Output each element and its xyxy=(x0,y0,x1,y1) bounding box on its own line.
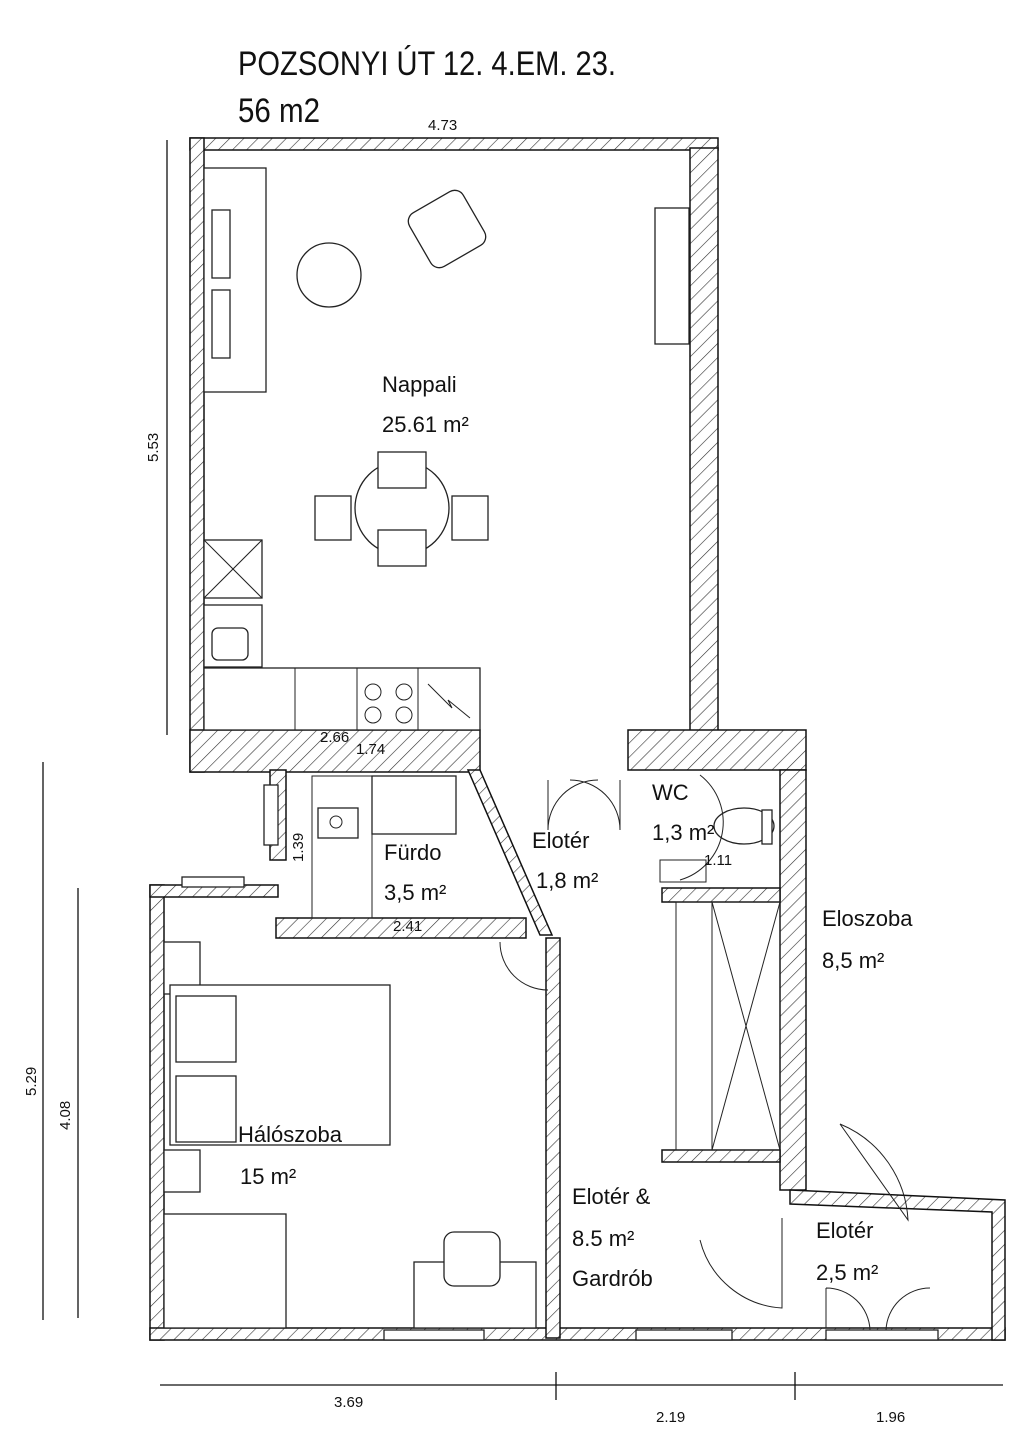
room-haloszoba-name: Hálószoba xyxy=(238,1122,343,1147)
room-nappali-area: 25.61 m² xyxy=(382,412,469,437)
dim-bottom-1: 3.69 xyxy=(334,1394,363,1411)
room-eloter2-name: Elotér xyxy=(816,1218,873,1243)
dim-111: 1.11 xyxy=(704,852,732,869)
dim-bottom-3: 1.96 xyxy=(876,1409,905,1426)
doors xyxy=(499,774,931,1331)
room-eloter1-name: Elotér xyxy=(532,828,589,853)
wardrobe xyxy=(675,901,781,1151)
dimension-lines xyxy=(42,140,1003,1400)
plan-title: POZSONYI ÚT 12. 4.EM. 23. xyxy=(238,45,616,83)
bedroom-furniture xyxy=(163,941,537,1329)
room-eloter1-area: 1,8 m² xyxy=(536,868,598,893)
room-wc-area: 1,3 m² xyxy=(652,820,714,845)
dim-left-outer: 5.29 xyxy=(23,1067,40,1096)
dim-266: 2.66 xyxy=(320,729,349,746)
room-eloszoba-area: 8,5 m² xyxy=(822,948,884,973)
total-area: 56 m2 xyxy=(238,92,320,130)
room-gardrob-name: Elotér & xyxy=(572,1184,651,1209)
walls xyxy=(149,137,1006,1341)
room-nappali-name: Nappali xyxy=(382,372,457,397)
dim-174: 1.74 xyxy=(356,741,385,758)
room-haloszoba-area: 15 m² xyxy=(240,1164,296,1189)
room-gardrob-extra: Gardrób xyxy=(572,1266,653,1291)
dim-bottom-2: 2.19 xyxy=(656,1409,685,1426)
dim-top: 4.73 xyxy=(428,117,457,134)
dim-241: 2.41 xyxy=(393,918,422,935)
living-furniture xyxy=(203,167,489,731)
room-eloter2-area: 2,5 m² xyxy=(816,1260,878,1285)
room-furdo-area: 3,5 m² xyxy=(384,880,446,905)
room-furdo-name: Fürdo xyxy=(384,840,441,865)
room-gardrob-area: 8.5 m² xyxy=(572,1226,634,1251)
bath-furniture xyxy=(311,775,775,919)
dim-nappali-height: 5.53 xyxy=(145,433,162,462)
room-eloszoba-name: Eloszoba xyxy=(822,906,913,931)
windows xyxy=(181,207,939,1341)
dim-left-inner: 4.08 xyxy=(57,1101,74,1130)
room-wc-name: WC xyxy=(652,780,689,805)
dim-139: 1.39 xyxy=(290,833,307,862)
